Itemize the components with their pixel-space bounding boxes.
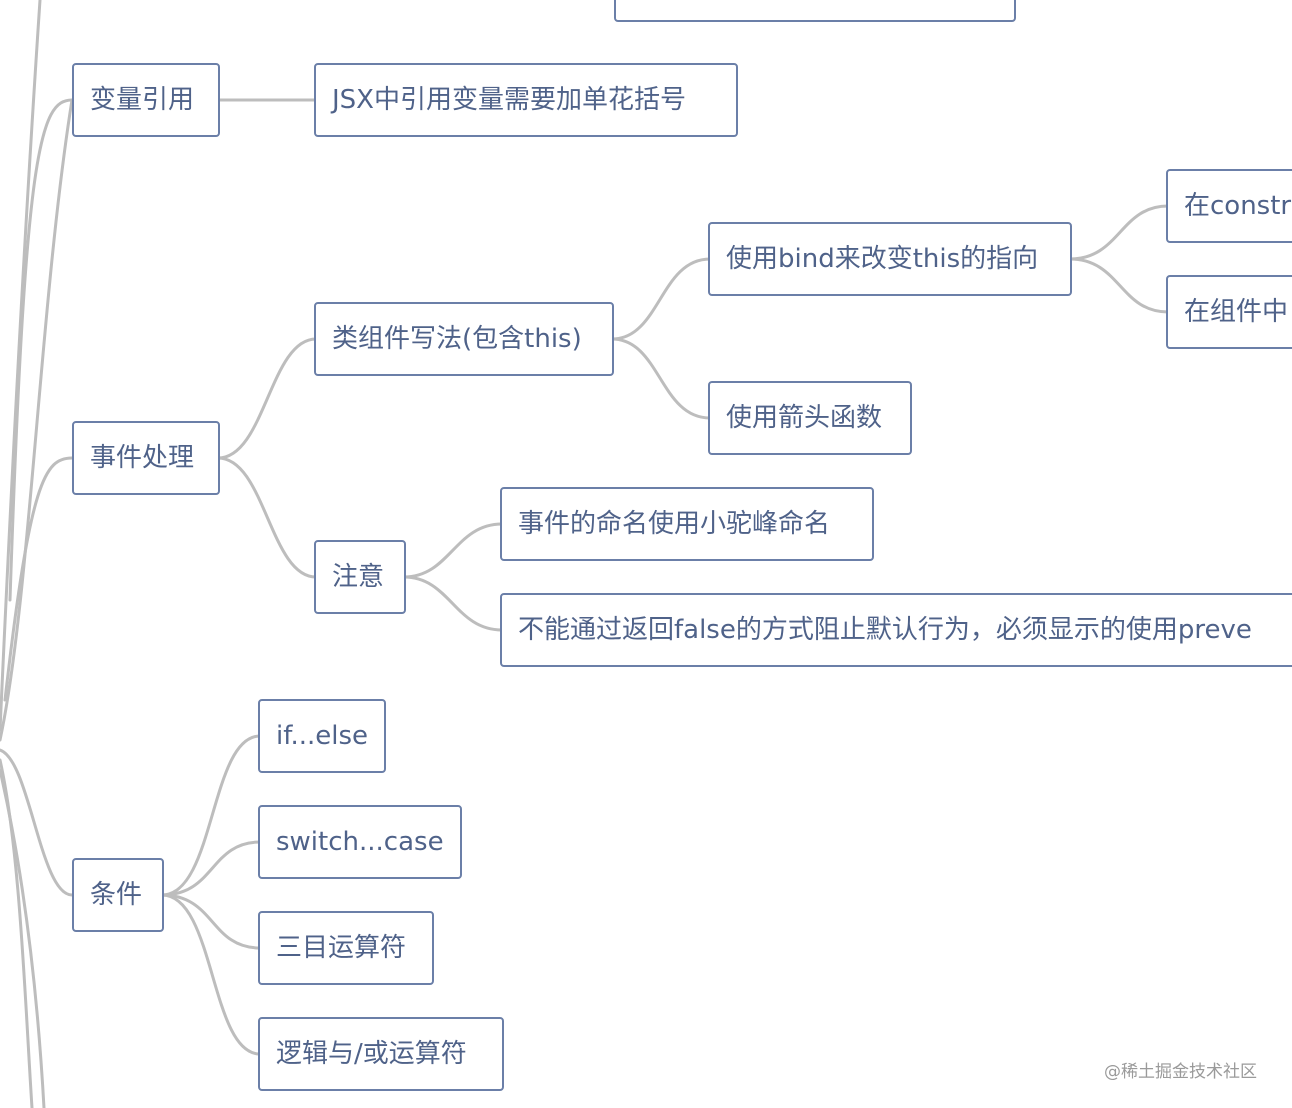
node-bind[interactable]: 使用bind来改变this的指向 — [708, 222, 1072, 296]
link-cond-ternary — [160, 893, 262, 950]
trunk-to-var-ref — [8, 98, 74, 602]
link-bind-component — [1068, 257, 1170, 314]
trunk-line — [0, 98, 74, 742]
node-condition[interactable]: 条件 — [72, 858, 164, 932]
link-class-arrow — [610, 337, 712, 420]
trunk-up — [0, 0, 42, 732]
node-ternary[interactable]: 三目运算符 — [258, 911, 434, 985]
trunk-to-condition — [0, 748, 74, 897]
node-logical[interactable]: 逻辑与/或运算符 — [258, 1017, 504, 1091]
link-cond-switch — [160, 840, 262, 897]
node-arrow[interactable]: 使用箭头函数 — [708, 381, 912, 455]
node-top-partial[interactable] — [614, 0, 1016, 22]
link-event-class — [216, 337, 318, 460]
node-prevent[interactable]: 不能通过返回false的方式阻止默认行为，必须显示的使用preve — [500, 593, 1292, 667]
link-event-notice — [216, 456, 318, 579]
node-switch[interactable]: switch...case — [258, 805, 462, 879]
node-ifelse[interactable]: if...else — [258, 699, 386, 773]
node-var-ref-note[interactable]: JSX中引用变量需要加单花括号 — [314, 63, 738, 137]
link-cond-logical — [160, 893, 262, 1056]
node-camel[interactable]: 事件的命名使用小驼峰命名 — [500, 487, 874, 561]
node-class-style[interactable]: 类组件写法(包含this) — [314, 302, 614, 376]
trunk-down-2 — [0, 768, 46, 1108]
link-class-bind — [610, 257, 712, 341]
link-notice-camel — [402, 522, 504, 579]
trunk-to-event — [3, 456, 74, 702]
link-notice-prevent — [402, 575, 504, 632]
watermark: @稀土掘金技术社区 — [1104, 1062, 1257, 1082]
node-var-ref[interactable]: 变量引用 — [72, 63, 220, 137]
link-cond-if — [160, 734, 262, 897]
node-bind-constructor[interactable]: 在constr — [1166, 169, 1292, 243]
node-bind-component[interactable]: 在组件中 — [1166, 275, 1292, 349]
node-notice[interactable]: 注意 — [314, 540, 406, 614]
node-event[interactable]: 事件处理 — [72, 421, 220, 495]
link-bind-constructor — [1068, 204, 1170, 261]
